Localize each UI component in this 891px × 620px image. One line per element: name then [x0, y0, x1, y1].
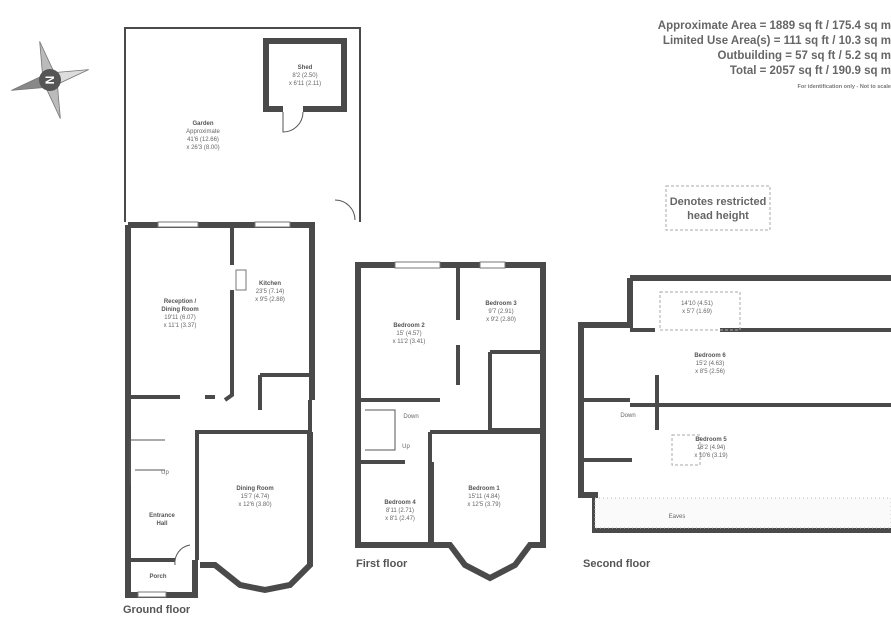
svg-text:Eaves: Eaves [669, 514, 686, 520]
ground-floor-label: Ground floor [123, 604, 191, 616]
approximate-area: Approximate Area = 1889 sq ft / 175.4 sq… [658, 20, 891, 32]
outbuilding-area: Outbuilding = 57 sq ft / 5.2 sq m [718, 50, 891, 62]
svg-text:x 9'5 (2.88): x 9'5 (2.88) [255, 297, 285, 303]
svg-text:Bedroom 3: Bedroom 3 [485, 301, 517, 307]
svg-text:41'6 (12.66): 41'6 (12.66) [187, 137, 219, 143]
svg-text:x 5'7 (1.69): x 5'7 (1.69) [682, 309, 712, 315]
svg-text:19'11 (6.07): 19'11 (6.07) [164, 315, 195, 321]
svg-text:8'2 (2.50): 8'2 (2.50) [292, 73, 317, 79]
svg-text:Dining Room: Dining Room [236, 486, 273, 492]
total-area: Total = 2057 sq ft / 190.9 sq m [730, 65, 891, 77]
svg-text:Bedroom 2: Bedroom 2 [393, 323, 425, 329]
svg-text:x 12'6 (3.80): x 12'6 (3.80) [238, 502, 271, 508]
svg-text:Reception /: Reception / [164, 299, 197, 305]
svg-text:Entrance: Entrance [149, 513, 175, 519]
svg-text:Approximate: Approximate [186, 129, 220, 135]
svg-text:x 26'3 (8.00): x 26'3 (8.00) [186, 145, 219, 151]
svg-text:16'2 (4.94): 16'2 (4.94) [697, 445, 726, 451]
svg-text:Bedroom 1: Bedroom 1 [468, 486, 500, 492]
svg-text:Down: Down [620, 413, 635, 419]
area-summary: Approximate Area = 1889 sq ft / 175.4 sq… [658, 20, 891, 90]
svg-text:Bedroom 6: Bedroom 6 [694, 353, 726, 359]
svg-text:x 8'5 (2.56): x 8'5 (2.56) [695, 369, 725, 375]
restricted-head-height-legend: Denotes restricted head height [665, 185, 771, 231]
compass-icon: N [11, 41, 89, 119]
second-floor-label: Second floor [583, 558, 651, 570]
svg-text:x 11'1 (3.37): x 11'1 (3.37) [164, 323, 197, 329]
svg-text:x 10'6 (3.19): x 10'6 (3.19) [694, 453, 727, 459]
ground-floor: Reception / Dining Room 19'11 (6.07) x 1… [123, 221, 315, 616]
second-floor: 14'10 (4.51) x 5'7 (1.69) Bedroom 6 15'2… [578, 275, 891, 570]
svg-text:15'7 (4.74): 15'7 (4.74) [241, 494, 270, 500]
svg-text:Shed: Shed [298, 65, 313, 71]
svg-text:14'10 (4.51): 14'10 (4.51) [681, 301, 713, 307]
svg-text:8'11 (2.71): 8'11 (2.71) [386, 508, 414, 514]
svg-text:Up: Up [402, 444, 410, 450]
svg-text:x 12'5 (3.79): x 12'5 (3.79) [467, 502, 500, 508]
svg-text:Hall: Hall [156, 521, 167, 527]
limited-use-area: Limited Use Area(s) = 111 sq ft / 10.3 s… [663, 35, 891, 47]
shed: Shed 8'2 (2.50) x 6'11 (2.11) [263, 38, 347, 133]
svg-text:9'7 (2.91): 9'7 (2.91) [488, 309, 513, 315]
first-floor-label: First floor [356, 558, 408, 570]
svg-text:Bedroom 4: Bedroom 4 [384, 500, 416, 506]
svg-text:23'5 (7.14): 23'5 (7.14) [256, 289, 285, 295]
svg-text:15'11 (4.84): 15'11 (4.84) [468, 494, 499, 500]
garden: Garden Approximate 41'6 (12.66) x 26'3 (… [124, 27, 361, 222]
svg-text:Garden: Garden [192, 121, 213, 127]
first-floor: Bedroom 2 15' (4.57) x 11'2 (3.41) Bedro… [355, 261, 546, 582]
svg-text:Kitchen: Kitchen [259, 281, 281, 287]
svg-text:x 6'11 (2.11): x 6'11 (2.11) [289, 81, 321, 87]
svg-text:head height: head height [687, 210, 749, 222]
svg-text:Bedroom 5: Bedroom 5 [695, 437, 727, 443]
svg-text:Porch: Porch [149, 574, 166, 580]
svg-text:N: N [43, 76, 57, 85]
scale-note: For identification only - Not to scale [797, 84, 891, 90]
svg-text:x 8'1 (2.47): x 8'1 (2.47) [385, 516, 415, 522]
svg-text:Down: Down [403, 414, 418, 420]
svg-text:15'2 (4.63): 15'2 (4.63) [696, 361, 725, 367]
svg-text:15' (4.57): 15' (4.57) [396, 331, 421, 337]
svg-text:x 11'2 (3.41): x 11'2 (3.41) [393, 339, 426, 345]
svg-text:Dining Room: Dining Room [161, 307, 198, 313]
svg-text:Denotes restricted: Denotes restricted [670, 196, 767, 208]
svg-text:x 9'2 (2.80): x 9'2 (2.80) [486, 317, 516, 323]
svg-text:Up: Up [161, 470, 169, 476]
